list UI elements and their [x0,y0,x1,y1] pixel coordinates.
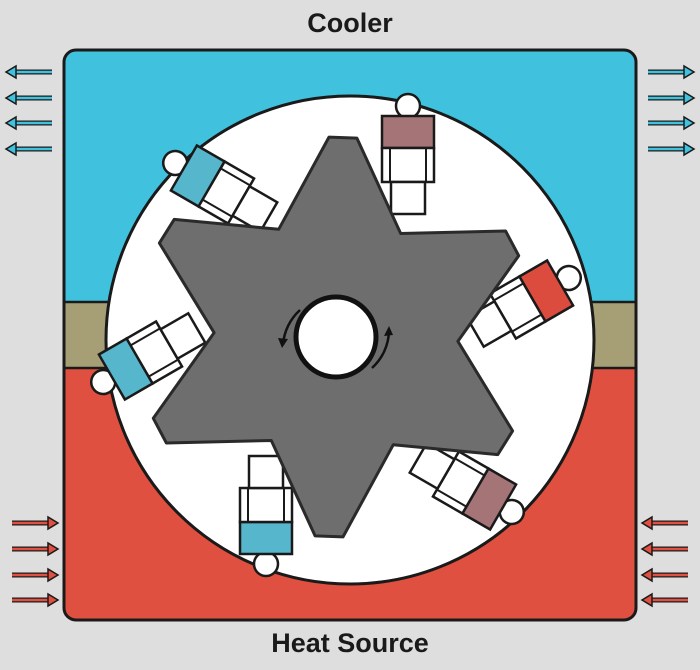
axle-hole [296,297,376,377]
heat-out-arrow-icon [648,92,694,104]
heat-out-arrow-icon [648,117,694,129]
heat-in-arrow-icon [642,569,688,581]
heat-in-arrow-icon [642,543,688,555]
heat-in-arrow-icon [12,594,58,606]
heat-in-arrow-icon [12,517,58,529]
heat-in-arrow-icon [642,594,688,606]
heat-in-arrow-icon [642,517,688,529]
heat-out-arrow-icon [648,143,694,155]
heat-out-arrow-icon [6,143,52,155]
heat-in-arrow-icon [12,543,58,555]
heat-out-arrow-icon [6,117,52,129]
heat-out-arrow-icon [6,92,52,104]
heat-in-arrow-icon [12,569,58,581]
heat-out-arrow-icon [6,66,52,78]
heat-out-arrow-icon [648,66,694,78]
